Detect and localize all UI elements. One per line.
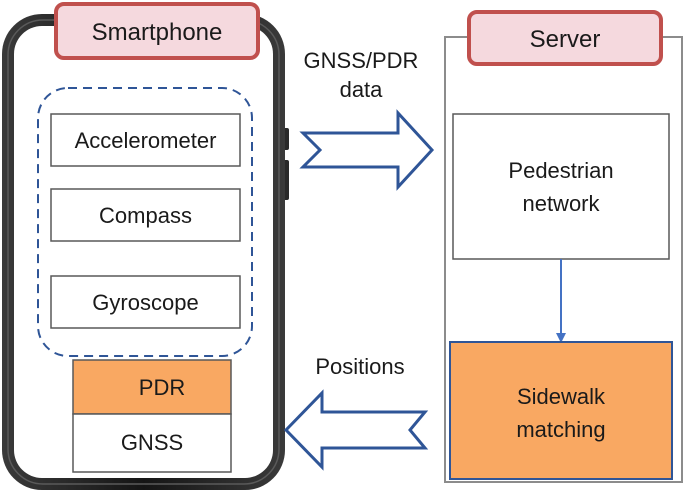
server-title-tab: Server [467,10,663,66]
gnss-block: GNSS [72,413,232,473]
download-label: Positions [315,354,404,379]
compass-label: Compass [99,203,192,228]
upload-label-line2: data [340,77,384,102]
upload-label-line1: GNSS/PDR [304,48,419,73]
pdr-label: PDR [139,375,185,400]
upload-arrow-group: GNSS/PDR data [299,48,435,191]
pedestrian-network-block: Pedestrian network [452,113,670,260]
sensor-group [37,87,253,357]
accelerometer-label: Accelerometer [75,128,217,153]
download-arrow-icon [283,389,429,471]
download-arrow-group: Positions [283,354,429,471]
pedestrian-network-box [452,113,670,260]
sidewalk-matching-line1: Sidewalk [517,384,606,409]
server-title-box [467,10,663,66]
sensor-accelerometer: Accelerometer [50,113,241,167]
accelerometer-box [50,113,241,167]
gnss-label: GNSS [121,430,183,455]
pdr-block: PDR [72,359,232,415]
sidewalk-matching-box [449,341,673,480]
sidewalk-matching-line2: matching [516,417,605,442]
gnss-box [72,413,232,473]
server-title: Server [530,26,601,53]
compass-box [50,188,241,242]
pdr-box [72,359,232,415]
pedestrian-network-line2: network [522,191,600,216]
gyroscope-label: Gyroscope [92,290,198,315]
smartphone-title: Smartphone [92,19,223,46]
smartphone-title-tab: Smartphone [54,2,260,60]
sensor-gyroscope: Gyroscope [50,275,241,329]
smartphone-title-box [54,2,260,60]
gyroscope-box [50,275,241,329]
pedestrian-network-line1: Pedestrian [508,158,613,183]
sidewalk-matching-block: Sidewalk matching [449,341,673,480]
upload-arrow-icon [299,109,435,191]
sensor-compass: Compass [50,188,241,242]
